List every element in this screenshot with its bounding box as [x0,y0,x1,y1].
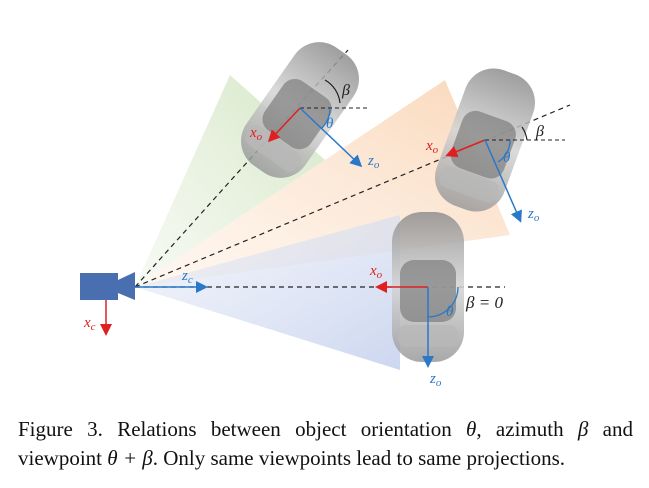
svg-text:θ: θ [446,304,454,320]
camera-z-label: zc [181,268,193,286]
object-2-annotations: xo zo θ β [425,123,565,224]
svg-text:zo: zo [367,153,380,171]
caption-theta-plus-beta: θ + β [107,446,153,470]
svg-text:β = 0: β = 0 [465,293,503,312]
figure-caption: Figure 3. Relations between object orien… [18,415,633,473]
figure-diagram: zc xc xo zo θ β xo zo θ β xo zo θ β = 0 [80,42,571,389]
svg-text:θ: θ [503,150,511,166]
caption-mid2: and viewpoint [18,417,639,470]
object-3-annotations: xo zo θ β = 0 [369,263,503,389]
svg-text:zo: zo [527,206,540,224]
svg-text:zo: zo [429,371,442,389]
camera-x-label: xc [83,315,96,333]
svg-text:θ: θ [326,116,334,132]
camera-icon [80,272,135,300]
caption-suffix: . Only same viewpoints lead to same proj… [152,446,566,470]
object-1-annotations: xo zo θ β [249,79,380,171]
caption-theta: θ [466,417,477,441]
caption-mid1: , azimuth [476,417,578,441]
caption-beta: β [577,417,589,441]
frustum-blue [135,215,400,370]
svg-text:xo: xo [249,125,263,143]
svg-text:β: β [341,82,350,99]
caption-prefix: Figure 3. Relations between object orien… [18,417,467,441]
svg-text:xo: xo [425,138,439,156]
svg-text:β: β [535,123,544,140]
svg-text:xo: xo [369,263,383,281]
